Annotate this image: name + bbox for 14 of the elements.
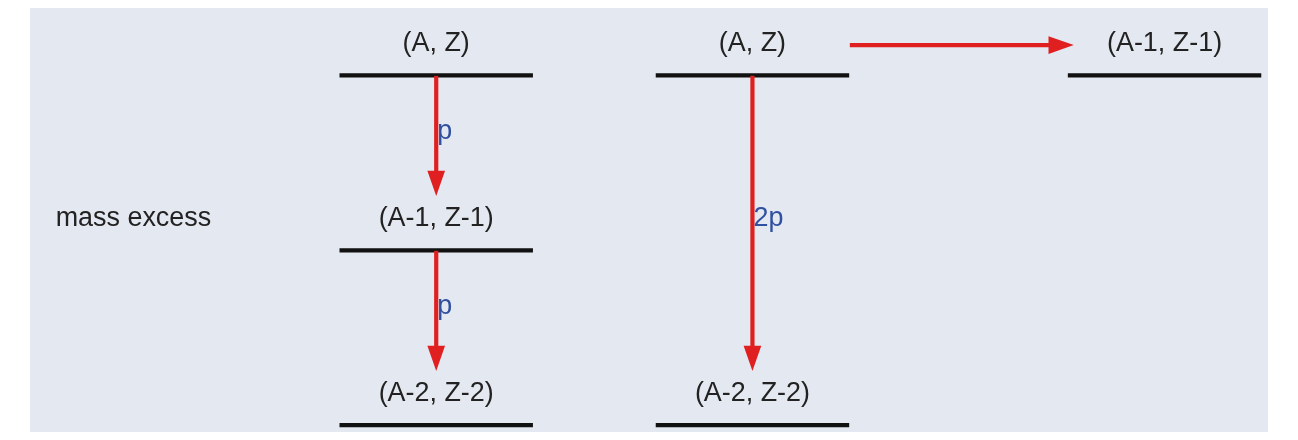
node-text: (A, Z) [402, 27, 470, 58]
edge-label: 2p [753, 202, 784, 233]
node-text: (A-1, Z-1) [378, 202, 494, 233]
arrow [743, 75, 762, 371]
arrow [849, 36, 1074, 54]
arrow [427, 75, 446, 196]
node-text: (A, Z) [718, 27, 787, 58]
label: mass excess [55, 202, 212, 233]
edge-label: p [437, 289, 453, 320]
edge-label: p [437, 114, 453, 145]
arrow [427, 250, 446, 371]
node-text: (A-2, Z-2) [694, 377, 810, 408]
node-text: (A-2, Z-2) [378, 377, 494, 408]
node-text: (A-1, Z-1) [1107, 27, 1223, 58]
